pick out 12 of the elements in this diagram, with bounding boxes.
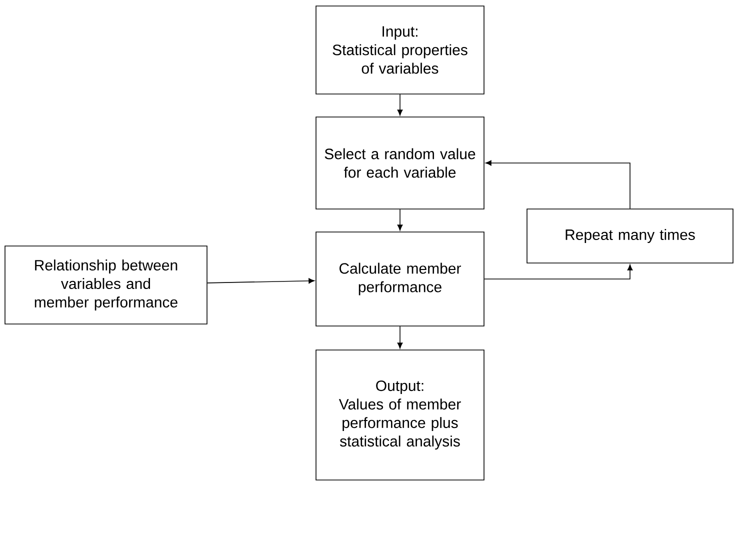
arrow <box>484 264 633 280</box>
process-box: Calculate member performance <box>316 232 484 326</box>
arrow <box>397 94 403 116</box>
process-box: Input: Statistical properties of variables <box>316 6 484 94</box>
process-box: Relationship between variables and member performance <box>4 246 208 324</box>
arrow <box>397 326 403 349</box>
arrow <box>207 278 315 284</box>
process-box: Output: Values of member performance plus statistical analysis <box>316 350 484 480</box>
process-box: Select a random value for each variable <box>316 116 484 210</box>
arrow <box>485 160 630 209</box>
arrow <box>397 209 403 231</box>
process-box: Repeat many times <box>526 208 734 264</box>
